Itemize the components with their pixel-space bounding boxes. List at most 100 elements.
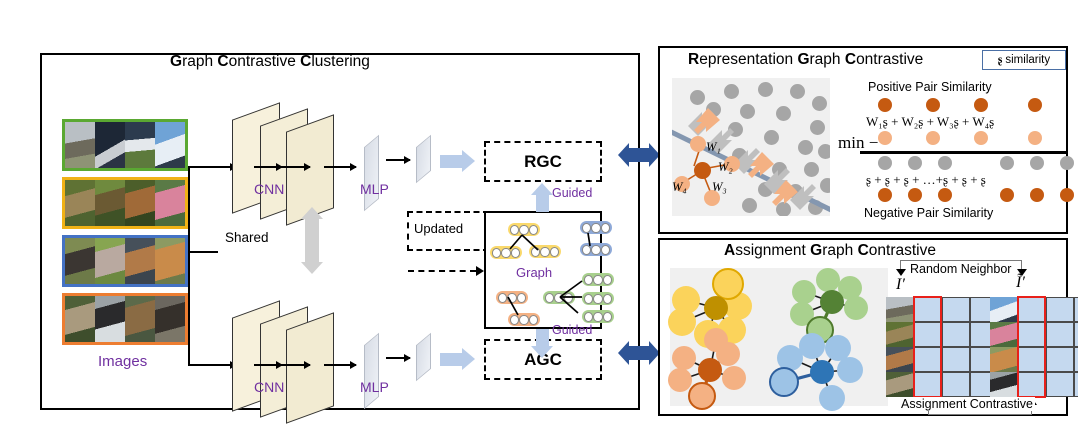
matrix-cell[interactable] — [914, 322, 942, 347]
matrix-row-image-deer-pink — [990, 322, 1018, 347]
matrix-cell[interactable] — [1018, 297, 1046, 322]
graph-node — [600, 244, 610, 255]
updated-dashed-region — [407, 211, 489, 251]
matrix-cell[interactable] — [1046, 372, 1074, 397]
matrix-cell[interactable] — [1074, 322, 1078, 347]
star-leaf-node — [704, 328, 728, 352]
image-row-airplane — [62, 119, 188, 171]
images-label: Images — [98, 353, 148, 370]
anchor-dot — [908, 188, 922, 202]
matrix-cell[interactable] — [1074, 347, 1078, 372]
matrix-cell[interactable] — [1046, 322, 1074, 347]
matrix-cell[interactable] — [942, 297, 970, 322]
matrix-cell[interactable] — [1018, 347, 1046, 372]
negative-dot — [740, 104, 755, 119]
negative-top-dots — [864, 156, 1074, 172]
matrix-cell[interactable] — [942, 372, 970, 397]
image-tile-plane-sky — [155, 122, 185, 168]
negative-dot — [1030, 156, 1044, 170]
matrix-cell[interactable] — [1018, 322, 1046, 347]
title-initial: A — [724, 242, 736, 259]
positive-dot — [724, 156, 740, 172]
graph-node — [519, 314, 529, 325]
rgc-link-arrow — [618, 143, 660, 167]
matrix-cell[interactable] — [914, 347, 942, 372]
matrix-row-image-dog-bloodhound — [990, 347, 1018, 372]
rgc-panel-title: Representation Graph Contrastive — [688, 51, 923, 69]
agc-link-arrow — [618, 341, 660, 365]
matrix-cell[interactable] — [1074, 372, 1078, 397]
cluster-graph-area — [668, 268, 888, 411]
shared-label: Shared — [225, 230, 269, 245]
graph-node — [584, 311, 594, 322]
graph-node — [593, 274, 603, 285]
negative-dot — [798, 140, 813, 155]
graph-node — [528, 314, 538, 325]
title-initial: C — [857, 242, 869, 259]
graph-node — [591, 222, 601, 233]
title-initial: C — [300, 53, 312, 70]
star-leaf-node-highlighted — [769, 367, 799, 397]
matrix-cell[interactable] — [1046, 347, 1074, 372]
graph-node — [501, 247, 511, 258]
graph-box: Graph — [484, 211, 614, 329]
left-assignment-matrix — [914, 297, 998, 397]
projection-head-bottom — [416, 332, 431, 382]
negative-dot — [776, 106, 791, 121]
star-leaf-node — [792, 280, 816, 304]
mlp-label-bottom: MLP — [360, 379, 389, 395]
matrix-cell[interactable] — [1018, 372, 1046, 397]
image-tile-dog-bloodhound — [155, 238, 185, 284]
guided-label-top: Guided — [552, 186, 593, 200]
graph-edges — [507, 232, 591, 316]
negative-dot — [758, 82, 773, 97]
title-word: raph — [822, 242, 858, 259]
graph-node — [584, 274, 594, 285]
anchor-dot — [974, 98, 988, 112]
star-center-node — [820, 290, 844, 314]
assignment-contrastive-label: Assignment Contrastive — [899, 397, 1036, 411]
matrix-cell[interactable] — [1074, 297, 1078, 322]
matrix-cell[interactable] — [942, 322, 970, 347]
negative-dot — [908, 156, 922, 170]
negative-dot — [878, 156, 892, 170]
matrix-row-image-plane-bomber — [886, 297, 914, 322]
arrow-mlp-to-head-top — [386, 155, 411, 164]
guided-arrow-up-shaft — [536, 194, 549, 212]
positive-dot — [974, 131, 988, 145]
graph-node — [602, 274, 612, 285]
graph-node-group — [508, 223, 540, 236]
title-word: raph — [809, 51, 845, 68]
projection-head-top — [416, 134, 431, 184]
cnn-internal-arrow-top-1 — [254, 162, 283, 171]
matrix-cell[interactable] — [1046, 297, 1074, 322]
graph-contrastive-clustering-panel: Graph Contrastive Clustering Images CNN … — [40, 53, 640, 424]
star-graph-cluster-blue — [670, 268, 888, 411]
matrix-cell[interactable] — [914, 372, 942, 397]
image-row-dog — [62, 235, 188, 287]
title-initial: G — [170, 53, 183, 70]
star-center-node — [810, 360, 834, 384]
image-tile-monkey-sitting — [125, 296, 155, 342]
title-initial: R — [688, 51, 700, 68]
title-word: raph — [182, 53, 218, 70]
matrix-cell[interactable] — [942, 347, 970, 372]
matrix-cell[interactable] — [914, 297, 942, 322]
matrix-right-label: Ĩ′ — [1016, 274, 1025, 291]
negative-dot — [812, 96, 827, 111]
rgc-box[interactable]: RGC — [484, 141, 602, 182]
star-leaf-node — [777, 345, 803, 371]
star-center-node — [704, 296, 728, 320]
graph-node — [545, 292, 555, 303]
representation-scatter: W₁ W₂ W₃ W₄ — [672, 78, 830, 216]
title-word: ontrastive — [856, 51, 924, 68]
graph-node — [510, 314, 520, 325]
cnn-block-top — [232, 102, 344, 226]
graph-node-group — [582, 273, 614, 286]
graph-node — [584, 293, 594, 304]
graph-node — [600, 222, 610, 233]
random-neighbor-arrow-right — [1017, 269, 1027, 276]
image-tile-deer-pink — [155, 180, 185, 226]
random-neighbor-arrow-left — [896, 269, 906, 276]
